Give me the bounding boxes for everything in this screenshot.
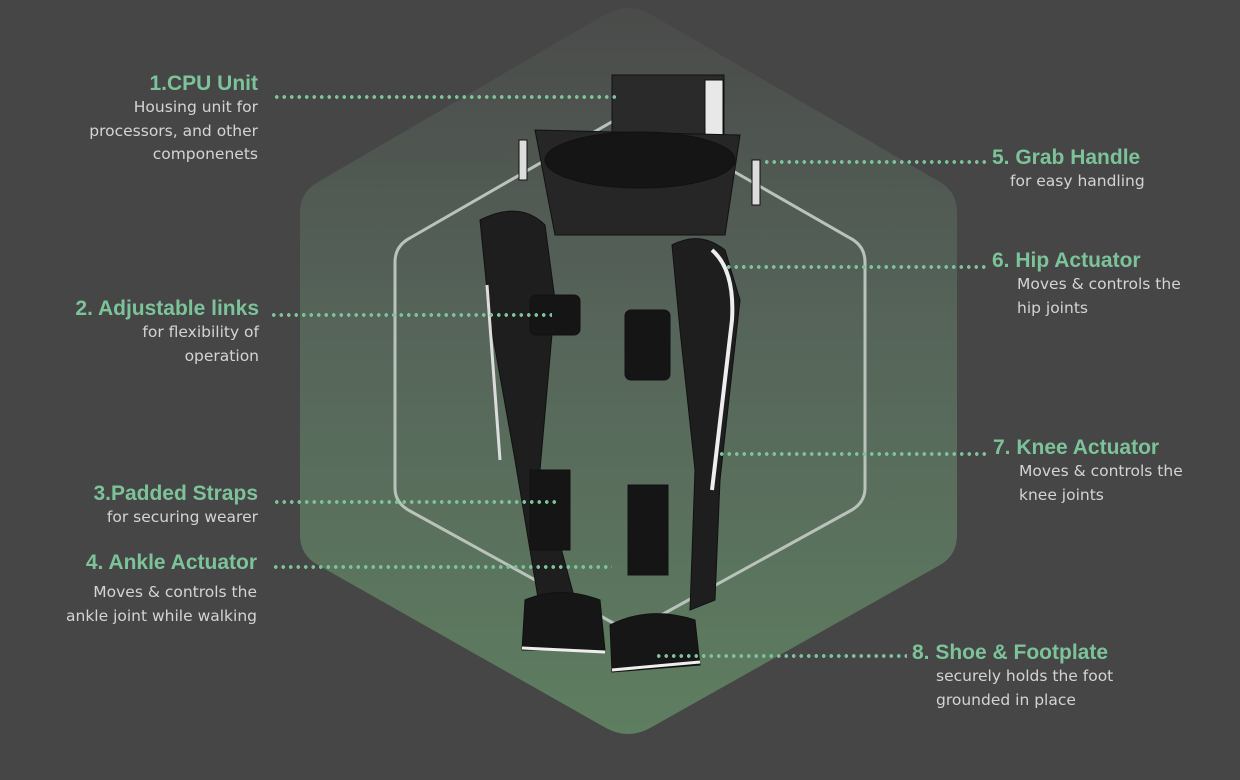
label-desc: Moves & controls the <box>1017 275 1181 293</box>
label-ankle-actuator: 4. Ankle Actuator Moves & controls the a… <box>0 551 257 628</box>
label-title: 2. Adjustable links <box>75 297 259 320</box>
leader-line-ankle <box>272 565 612 569</box>
label-desc: grounded in place <box>936 690 1076 709</box>
leader-line-links <box>270 313 552 317</box>
leader-line-straps <box>273 500 560 504</box>
label-desc: Housing unit for <box>133 98 258 116</box>
label-desc: hip joints <box>1017 298 1088 317</box>
label-padded-straps: 3.Padded Straps for securing wearer <box>0 482 258 530</box>
label-title: 1.CPU Unit <box>149 72 258 95</box>
label-adjustable-links: 2. Adjustable links for flexibility of o… <box>0 297 259 368</box>
label-desc: processors, and other <box>89 121 258 140</box>
label-desc: componenets <box>152 145 258 163</box>
leader-line-handle <box>763 160 987 164</box>
label-desc: knee joints <box>1019 485 1104 504</box>
leader-line-shoe <box>655 654 907 658</box>
label-cpu-unit: 1.CPU Unit Housing unit for processors, … <box>0 72 258 167</box>
label-desc: Moves & controls the <box>93 583 257 601</box>
label-desc: Moves & controls the <box>1019 462 1183 480</box>
label-title: 6. Hip Actuator <box>992 249 1141 272</box>
leader-line-knee <box>718 452 987 456</box>
exoskeleton <box>479 74 761 673</box>
leader-line-cpu <box>273 95 618 99</box>
label-desc: securely holds the foot <box>936 667 1114 685</box>
label-title: 7. Knee Actuator <box>993 436 1160 459</box>
label-grab-handle: 5. Grab Handle for easy handling <box>992 146 1240 194</box>
label-title: 3.Padded Straps <box>93 482 258 505</box>
label-desc: ankle joint while walking <box>66 606 257 625</box>
label-desc: for easy handling <box>1010 172 1145 190</box>
label-hip-actuator: 6. Hip Actuator Moves & controls the hip… <box>992 249 1240 320</box>
leader-line-hip <box>725 265 987 269</box>
label-shoe-footplate: 8. Shoe & Footplate securely holds the f… <box>912 641 1240 712</box>
label-desc: for flexibility of <box>142 323 259 341</box>
label-knee-actuator: 7. Knee Actuator Moves & controls the kn… <box>993 436 1240 507</box>
label-title: 8. Shoe & Footplate <box>912 641 1109 664</box>
label-desc: operation <box>184 346 259 365</box>
label-title: 5. Grab Handle <box>992 146 1141 169</box>
label-desc: for securing wearer <box>106 508 258 526</box>
label-title: 4. Ankle Actuator <box>85 551 257 574</box>
